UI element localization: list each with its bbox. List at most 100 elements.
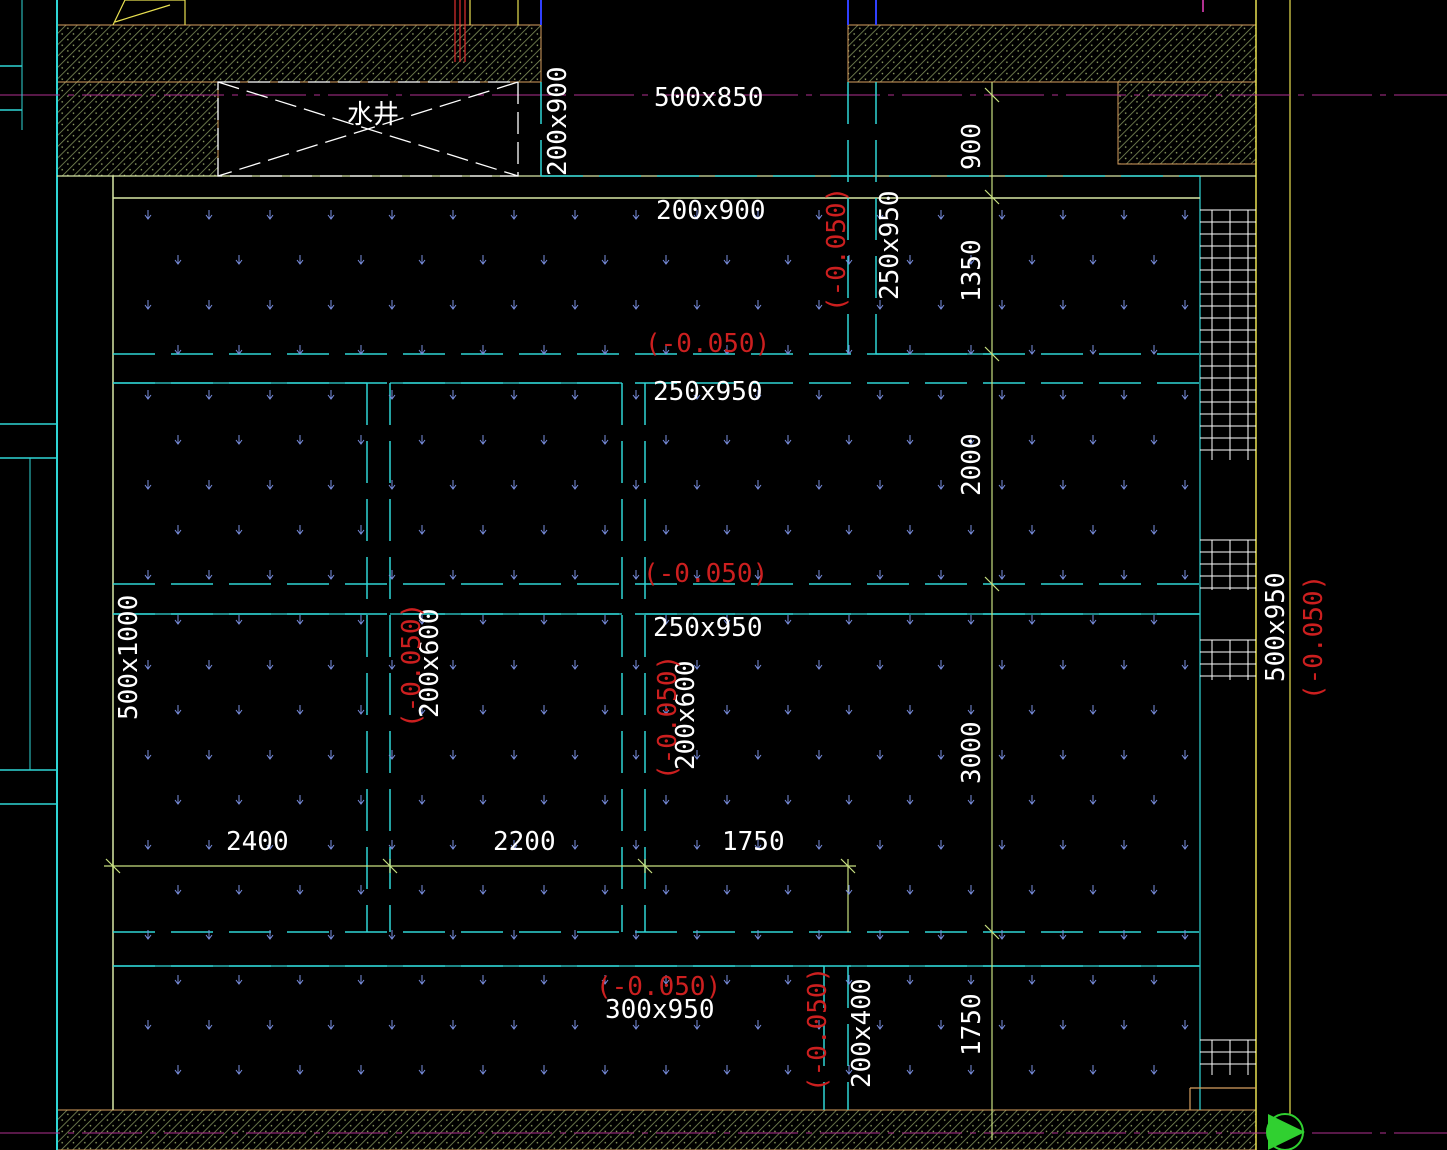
load-arrow xyxy=(662,1065,670,1075)
load-arrow xyxy=(144,300,152,310)
load-arrow xyxy=(1028,795,1036,805)
load-arrow xyxy=(723,705,731,715)
load-arrow xyxy=(418,525,426,535)
load-arrow xyxy=(754,660,762,670)
load-arrow xyxy=(388,210,396,220)
load-arrow xyxy=(693,570,701,580)
load-arrow xyxy=(235,795,243,805)
beam-solid-lines xyxy=(113,353,1200,967)
load-arrow xyxy=(1089,975,1097,985)
wall-top-left xyxy=(56,24,542,83)
load-arrow xyxy=(205,300,213,310)
load-arrow xyxy=(235,435,243,445)
load-arrow xyxy=(327,480,335,490)
load-arrow xyxy=(327,930,335,940)
load-arrow xyxy=(601,885,609,895)
load-arrow xyxy=(998,390,1006,400)
load-arrow xyxy=(449,1020,457,1030)
load-arrow xyxy=(967,345,975,355)
load-arrow xyxy=(815,390,823,400)
load-arrow xyxy=(296,615,304,625)
dim-2400: 2400 xyxy=(226,827,289,857)
load-arrow xyxy=(479,345,487,355)
load-arrow xyxy=(1028,1065,1036,1075)
load-arrow xyxy=(693,660,701,670)
load-arrow xyxy=(418,705,426,715)
load-arrow xyxy=(967,615,975,625)
elevation-label: (-0.050) xyxy=(645,329,770,359)
load-arrow xyxy=(510,750,518,760)
load-arrow xyxy=(662,705,670,715)
load-arrow xyxy=(754,390,762,400)
load-arrow xyxy=(1089,615,1097,625)
load-arrow xyxy=(1059,750,1067,760)
load-arrow xyxy=(540,975,548,985)
load-arrow xyxy=(1059,480,1067,490)
load-arrow xyxy=(388,930,396,940)
load-arrow xyxy=(357,435,365,445)
load-arrow xyxy=(632,1020,640,1030)
load-arrow xyxy=(601,1065,609,1075)
load-arrow xyxy=(388,750,396,760)
load-arrow xyxy=(266,570,274,580)
load-arrow xyxy=(327,390,335,400)
load-arrow xyxy=(632,750,640,760)
load-arrow xyxy=(205,930,213,940)
load-arrow xyxy=(357,795,365,805)
load-arrow xyxy=(1059,570,1067,580)
load-arrow xyxy=(693,930,701,940)
load-arrow xyxy=(723,435,731,445)
load-arrow xyxy=(662,255,670,265)
beam-label-200x400: 200x400 xyxy=(847,978,877,1088)
load-arrow xyxy=(906,1065,914,1075)
load-arrow xyxy=(1089,885,1097,895)
load-arrow xyxy=(1150,1065,1158,1075)
load-arrow xyxy=(357,975,365,985)
load-arrow xyxy=(784,435,792,445)
load-arrow xyxy=(571,300,579,310)
load-arrow xyxy=(357,525,365,535)
load-arrow xyxy=(296,705,304,715)
load-arrow xyxy=(144,390,152,400)
load-arrow xyxy=(876,1020,884,1030)
load-arrow xyxy=(174,345,182,355)
load-arrow xyxy=(723,525,731,535)
load-arrow xyxy=(937,390,945,400)
slab-load-arrows xyxy=(144,210,1189,1075)
load-arrow xyxy=(601,435,609,445)
load-arrow xyxy=(937,1020,945,1030)
beam-label-250x950-b: 250x950 xyxy=(653,613,763,643)
beam-label-500x1000: 500x1000 xyxy=(114,595,144,720)
load-arrow xyxy=(906,795,914,805)
load-arrow xyxy=(266,390,274,400)
load-arrow xyxy=(449,210,457,220)
load-arrow xyxy=(1028,435,1036,445)
beam-label-250x950-vertical: 250x950 xyxy=(875,190,905,300)
load-arrow xyxy=(784,795,792,805)
load-arrow xyxy=(906,255,914,265)
load-arrow xyxy=(815,840,823,850)
load-arrow xyxy=(479,1065,487,1075)
load-arrow xyxy=(1120,1020,1128,1030)
load-arrow xyxy=(1089,1065,1097,1075)
load-arrow xyxy=(845,705,853,715)
load-arrow xyxy=(449,750,457,760)
load-arrow xyxy=(632,840,640,850)
beam-label-250x950-a: 250x950 xyxy=(653,377,763,407)
load-arrow xyxy=(235,615,243,625)
load-arrow xyxy=(693,210,701,220)
load-arrow xyxy=(540,795,548,805)
load-arrow xyxy=(296,525,304,535)
top-details xyxy=(112,0,1256,1110)
dim-2200: 2200 xyxy=(493,827,556,857)
load-arrow xyxy=(479,525,487,535)
load-arrow xyxy=(876,930,884,940)
load-arrow xyxy=(1150,705,1158,715)
load-arrow xyxy=(1150,435,1158,445)
load-arrow xyxy=(876,660,884,670)
wall-top-right xyxy=(847,24,1257,83)
load-arrow xyxy=(1120,750,1128,760)
load-arrow xyxy=(296,435,304,445)
load-arrow xyxy=(845,255,853,265)
